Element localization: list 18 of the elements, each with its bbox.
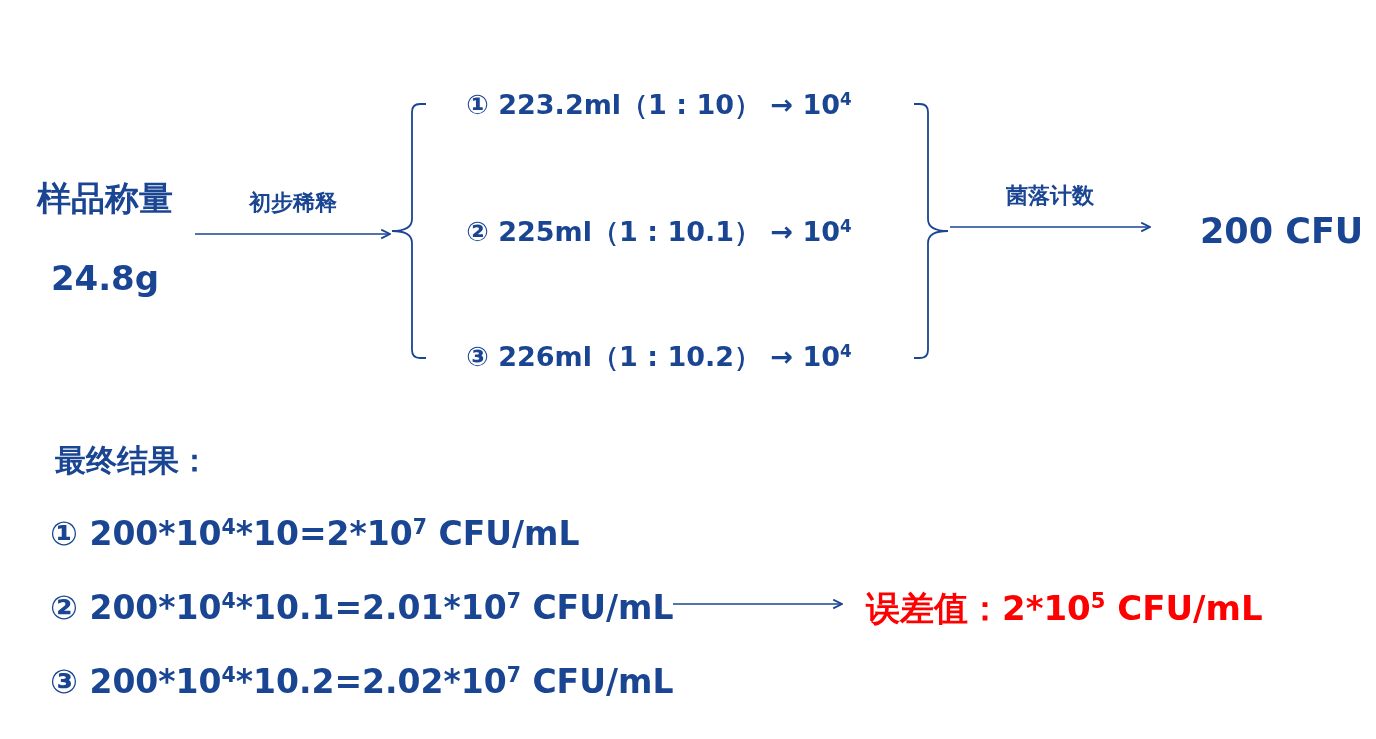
error-value: 误差值：2*10$^{5}$ CFU/mL: [842, 586, 1263, 630]
sample-weight: 24.8g: [50, 258, 160, 298]
section-heading: 最终结果：: [55, 441, 210, 480]
arrow: [949, 221, 1151, 233]
edge-label: 菌落计数: [1006, 182, 1094, 210]
result-formula: ② 200*10$^{4}$*10.1=2.01*10$^{7}$ CFU/mL: [50, 586, 674, 630]
colony-count: 200 CFU: [1150, 208, 1364, 254]
result-formula: ① 200*10$^{4}$*10=2*10$^{7}$ CFU/mL: [50, 512, 580, 556]
curly-brace: [914, 102, 950, 360]
dilution-step: ② 225ml（1 : 10.1） → 10$^{4}$: [428, 211, 852, 253]
arrow: [672, 598, 843, 610]
dilution-step: ③ 226ml（1 : 10.2） → 10$^{4}$: [428, 336, 852, 378]
dilution-step: ① 223.2ml（1 : 10） → 10$^{4}$: [428, 84, 852, 126]
sample-title: 样品称量: [37, 177, 173, 220]
arrow: [194, 228, 391, 240]
curly-brace: [390, 102, 426, 360]
result-formula: ③ 200*10$^{4}$*10.2=2.02*10$^{7}$ CFU/mL: [50, 660, 674, 704]
edge-label: 初步稀释: [248, 189, 337, 217]
